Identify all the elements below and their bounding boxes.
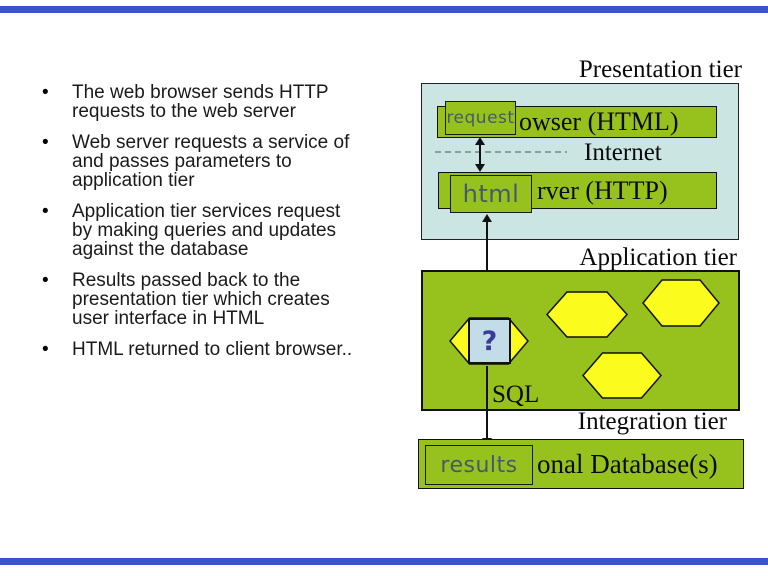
application-tier-label: Application tier bbox=[579, 244, 737, 271]
arrow-line bbox=[486, 220, 488, 312]
bullet-line: against the database bbox=[72, 239, 249, 260]
bullet-marker: • bbox=[42, 132, 49, 153]
sql-label: SQL bbox=[492, 381, 540, 408]
bullet-line: user interface in HTML bbox=[72, 308, 265, 329]
hexagon bbox=[582, 352, 662, 399]
bullet-line: presentation tier which creates bbox=[72, 289, 330, 310]
bullet-text: HTML returned to client browser.. bbox=[72, 340, 420, 359]
bullet-marker: • bbox=[42, 270, 49, 291]
web-browser-bar-text: owser (HTML) bbox=[519, 107, 679, 136]
request-box: request bbox=[445, 101, 516, 135]
bullet-line: and passes parameters to bbox=[72, 151, 292, 172]
bullet-line: Results passed back to the bbox=[72, 270, 301, 291]
bullet-line: Application tier services request bbox=[72, 201, 341, 222]
results-box: results bbox=[425, 445, 533, 485]
arrowhead-up-icon bbox=[475, 137, 485, 145]
bullet-line: Web server requests a service of bbox=[72, 132, 350, 153]
query-square: ? bbox=[468, 318, 511, 364]
bullet-line: by making queries and updates bbox=[72, 220, 337, 241]
integration-tier-label: Integration tier bbox=[577, 408, 727, 435]
bullet-line: application tier bbox=[72, 170, 195, 191]
web-server-bar-text: rver (HTTP) bbox=[537, 176, 668, 205]
bullet-marker: • bbox=[42, 339, 49, 360]
internet-dashed-line bbox=[435, 151, 567, 153]
bullet-line: The web browser sends HTTP bbox=[72, 82, 329, 103]
internet-label: Internet bbox=[584, 139, 662, 166]
bullet-line: requests to the web server bbox=[72, 101, 296, 122]
bullet-item: • HTML returned to client browser.. bbox=[42, 340, 420, 359]
database-bar-text: onal Database(s) bbox=[537, 449, 718, 479]
bottom-border-bar bbox=[0, 558, 768, 565]
bullet-marker: • bbox=[42, 201, 49, 222]
arrow-line bbox=[479, 143, 481, 166]
bullet-marker: • bbox=[42, 82, 49, 103]
top-border-bar bbox=[0, 6, 768, 13]
arrowhead-down-icon bbox=[475, 164, 485, 172]
arrowhead-up-icon bbox=[482, 214, 492, 222]
presentation-tier-label: Presentation tier bbox=[578, 56, 742, 83]
html-box: html bbox=[450, 175, 532, 213]
hexagon bbox=[545, 291, 629, 338]
bullet-line: HTML returned to client browser.. bbox=[72, 339, 353, 360]
arrow-line bbox=[486, 366, 488, 440]
hexagon bbox=[642, 279, 720, 327]
